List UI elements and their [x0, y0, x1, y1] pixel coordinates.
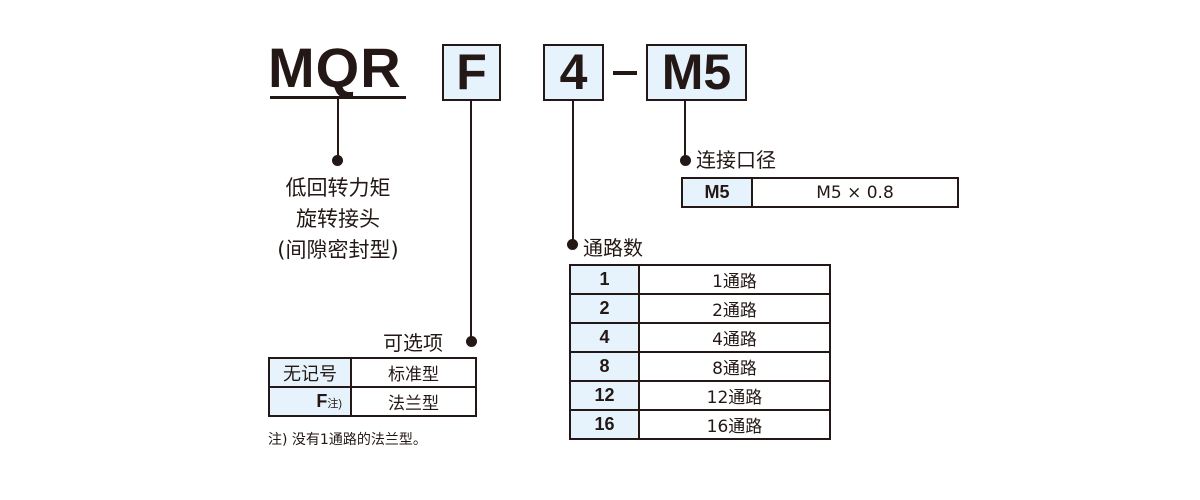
option-code-box: F — [442, 44, 501, 101]
connection-leader-dot — [680, 155, 691, 166]
connection-value: M5 × 0.8 — [751, 177, 959, 208]
ports-key: 4 — [569, 322, 640, 353]
ports-value: 2通路 — [638, 293, 831, 324]
connection-code-box: M5 — [646, 44, 747, 101]
ports-leader-dot — [567, 239, 578, 250]
description-line: 低回转力矩 — [285, 176, 391, 200]
option-note: 注) 没有1通路的法兰型。 — [268, 432, 427, 448]
ports-value: 1通路 — [638, 264, 831, 295]
series-description: 低回转力矩 旋转接头 (间隙密封型) — [248, 173, 428, 266]
description-line: 旋转接头 — [296, 207, 380, 231]
ports-value: 4通路 — [638, 322, 831, 353]
series-leader-dot — [332, 155, 343, 166]
table-row: 无记号 标准型 — [268, 357, 477, 388]
table-row: F注) 法兰型 — [268, 386, 477, 417]
series-underline — [270, 96, 406, 99]
option-value: 法兰型 — [350, 386, 477, 417]
series-code: MQR — [268, 36, 402, 99]
option-key: F注) — [268, 386, 352, 417]
option-key-text: F — [316, 391, 328, 411]
ports-key: 1 — [569, 264, 640, 295]
option-key: 无记号 — [268, 357, 352, 388]
table-row: M5 M5 × 0.8 — [681, 177, 959, 208]
ports-key: 2 — [569, 293, 640, 324]
ports-key: 8 — [569, 351, 640, 382]
option-leader-dot — [466, 336, 477, 347]
option-value: 标准型 — [350, 357, 477, 388]
ports-value: 12通路 — [638, 380, 831, 411]
code-separator — [613, 71, 637, 75]
ports-value: 8通路 — [638, 351, 831, 382]
ports-code-box: 4 — [543, 44, 604, 101]
ports-key: 12 — [569, 380, 640, 411]
series-leader-line — [337, 98, 339, 160]
connection-leader-line — [684, 100, 686, 160]
ports-leader-line — [572, 100, 574, 244]
option-title: 可选项 — [383, 331, 443, 355]
option-key-note: 注) — [327, 398, 342, 410]
ports-title: 通路数 — [583, 236, 643, 260]
option-leader-line — [470, 100, 472, 340]
connection-key: M5 — [681, 177, 753, 208]
description-line: (间隙密封型) — [277, 238, 399, 262]
ports-key: 16 — [569, 409, 640, 440]
ports-value: 16通路 — [638, 409, 831, 440]
connection-table: M5 M5 × 0.8 — [681, 177, 959, 208]
connection-title: 连接口径 — [696, 148, 776, 172]
option-table: 无记号 标准型 F注) 法兰型 — [268, 357, 477, 417]
